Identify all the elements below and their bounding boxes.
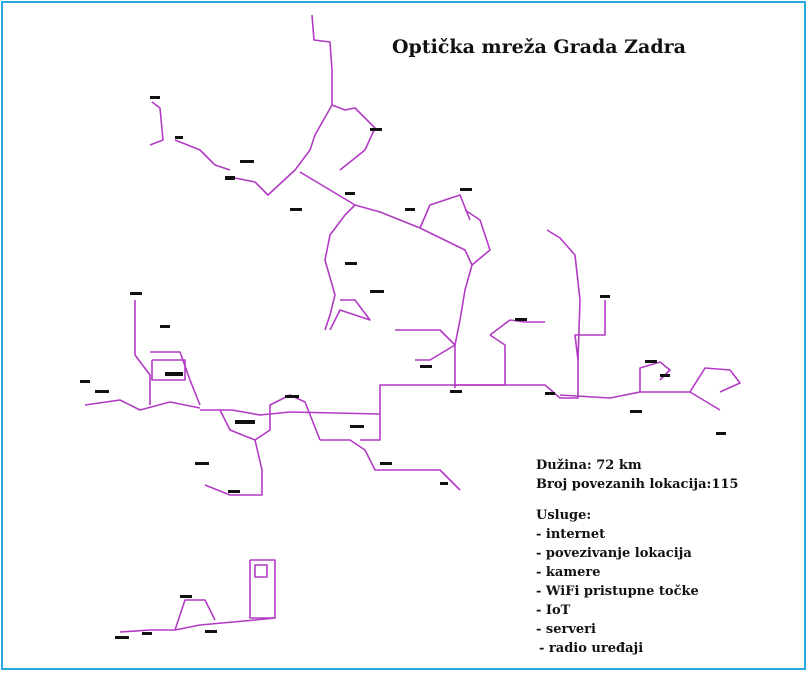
node-marker [130, 292, 142, 295]
network-info-panel: Dužina: 72 km Broj povezanih lokacija:11… [536, 456, 796, 658]
service-item: - serveri [536, 622, 596, 637]
node-marker [370, 128, 382, 131]
network-line-east [455, 300, 606, 399]
network-line-south-east [320, 439, 461, 491]
network-line-ne-cluster [419, 194, 471, 229]
locations-value: 115 [711, 477, 739, 492]
service-item: - kamere [536, 565, 601, 580]
node-marker [630, 410, 642, 413]
network-line-upper-right [331, 104, 376, 171]
network-line-north-branch [299, 171, 356, 331]
node-marker [460, 188, 472, 191]
node-marker [225, 176, 235, 180]
service-item: - povezivanje lokacija [536, 546, 692, 561]
node-marker [290, 208, 302, 211]
network-line-south-branch [174, 599, 216, 631]
service-item: - radio uređaji [539, 641, 644, 656]
node-marker [142, 632, 152, 635]
node-marker [160, 325, 170, 328]
service-item: - internet [536, 527, 606, 542]
network-line-mid-right [489, 319, 545, 336]
network-line-center-cluster [219, 394, 321, 441]
node-marker [205, 630, 217, 633]
node-marker [165, 372, 183, 376]
network-node-south-box [254, 564, 268, 578]
services-list: - internet - povezivanje lokacija - kame… [536, 525, 796, 658]
network-nodes [80, 96, 726, 639]
node-marker [345, 262, 357, 265]
service-item: - WiFi pristupne točke [536, 584, 699, 599]
node-marker [175, 136, 183, 139]
service-item: - IoT [536, 603, 571, 618]
network-line-west-loop [151, 359, 186, 381]
node-marker [420, 365, 432, 368]
network-line-upper-mid [174, 139, 231, 171]
network-line-east-b [546, 229, 581, 361]
node-marker [450, 390, 462, 393]
node-marker [716, 432, 726, 435]
network-line-mid-spine [454, 264, 473, 388]
node-marker [235, 420, 255, 424]
node-marker [645, 360, 657, 363]
network-line-far-east [559, 391, 721, 411]
node-marker [440, 482, 448, 485]
network-line-south-loop [249, 559, 276, 619]
network-line-far-east-c [639, 361, 671, 392]
network-line-upper-left [149, 101, 164, 146]
services-title: Usluge: [536, 508, 592, 523]
network-line-ne-branch [354, 204, 491, 266]
node-marker [195, 462, 209, 465]
network-length-row: Dužina: 72 km [536, 456, 796, 475]
network-line-center-north [360, 414, 381, 441]
node-marker [600, 295, 610, 298]
node-marker [350, 425, 364, 428]
network-line-west-b [134, 300, 151, 405]
node-marker [545, 392, 555, 395]
network-line-main-horizontal [200, 334, 506, 416]
network-line-center-south [204, 439, 263, 496]
node-marker [370, 290, 384, 293]
locations-row: Broj povezanih lokacija:115 [536, 475, 796, 494]
node-marker [345, 192, 355, 195]
network-line-far-east-loop [689, 367, 741, 393]
node-marker [115, 636, 129, 639]
node-marker [660, 374, 670, 377]
node-marker [95, 390, 109, 393]
node-marker [515, 318, 527, 321]
node-marker [380, 462, 392, 465]
node-marker [405, 208, 415, 211]
node-marker [80, 380, 90, 383]
locations-label: Broj povezanih lokacija: [536, 477, 712, 492]
node-marker [228, 490, 240, 493]
length-value: 72 km [596, 458, 642, 473]
network-line-south-main [119, 617, 276, 633]
node-marker [180, 595, 192, 598]
network-line-center-mid [395, 329, 456, 361]
network-line-north-trunk [234, 14, 333, 196]
map-title: Optička mreža Grada Zadra [392, 36, 686, 58]
length-label: Dužina: [536, 458, 592, 473]
network-line-west [84, 399, 201, 411]
network-line-center-mid-b [329, 299, 371, 331]
node-marker [150, 96, 160, 99]
node-marker [285, 395, 299, 398]
node-marker [240, 160, 254, 163]
